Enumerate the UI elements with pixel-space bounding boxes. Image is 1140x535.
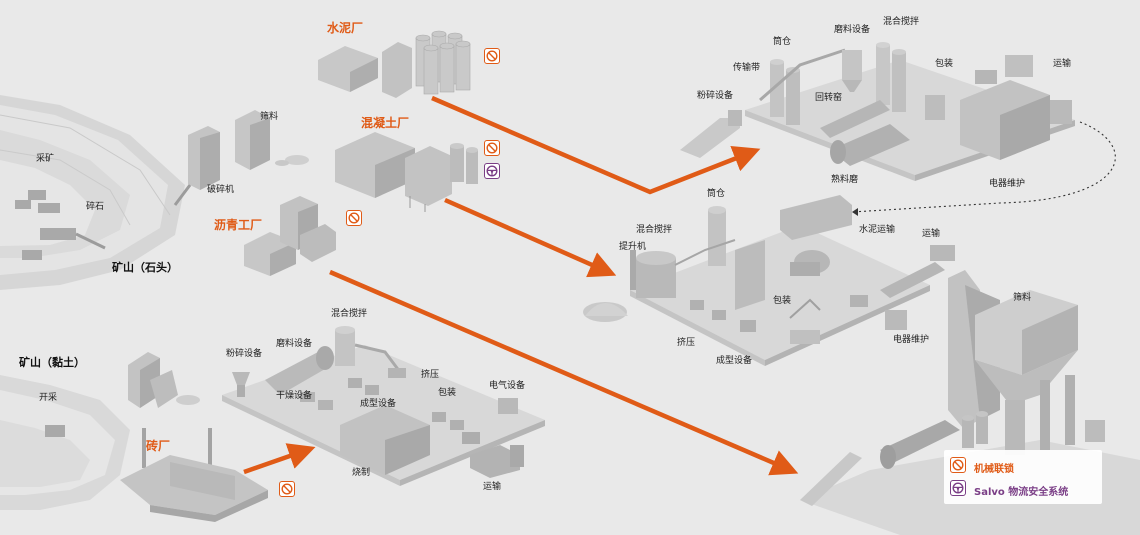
brick-kiln-building <box>120 428 268 522</box>
label-cement-kiln: 回转窑 <box>815 93 843 103</box>
interlock-badge-concrete[interactable] <box>484 140 500 156</box>
asphalt-factory-machines <box>800 270 1105 506</box>
mining-vehicles <box>15 190 106 260</box>
no-entry-icon <box>484 48 500 64</box>
clay-quarry-terrain <box>0 375 130 510</box>
no-entry-icon <box>279 481 295 497</box>
legend-interlock-badge <box>950 457 966 473</box>
label-crusher: 破碎机 <box>207 185 235 195</box>
asphalt-plant-buildings <box>244 196 336 276</box>
concrete-factory-machines <box>583 195 955 344</box>
label-brick-extrude: 挤压 <box>421 370 440 380</box>
label-brick-mixing: 混合搅拌 <box>331 309 368 319</box>
label-concrete-maintenance: 电器维护 <box>893 335 930 345</box>
legend: 机械联锁 Salvo 物流安全系统 <box>944 450 1102 504</box>
label-clinker-mill: 熟料磨 <box>831 175 859 185</box>
interlock-badge-asphalt[interactable] <box>346 210 362 226</box>
label-cement-transport: 运输 <box>1053 59 1072 69</box>
label-extract: 开采 <box>39 393 58 403</box>
legend-interlock-text: 机械联锁 <box>974 464 1014 475</box>
flow-arrow-brick <box>243 443 316 475</box>
label-mining: 采矿 <box>36 154 55 164</box>
plant-title-asphalt: 沥青工厂 <box>214 218 263 232</box>
legend-safety-text: Salvo 物流安全系统 <box>974 487 1069 498</box>
interlock-badge-cement[interactable] <box>484 48 500 64</box>
label-brick-firing: 烧制 <box>352 468 371 478</box>
cement-factory-machines <box>680 42 1072 166</box>
label-cement-crushing: 粉碎设备 <box>697 91 734 101</box>
brick-plant-machines <box>232 326 524 478</box>
interlock-badge-brick[interactable] <box>279 481 295 497</box>
clay-storage <box>128 352 200 408</box>
flow-arrow-asphalt <box>329 269 799 476</box>
label-concrete-elevator: 提升机 <box>619 242 647 252</box>
flow-arrow-cement <box>431 95 761 195</box>
label-screen-stone: 筛料 <box>260 112 279 122</box>
label-cement-packing: 包装 <box>935 59 954 69</box>
concrete-plant-buildings <box>335 132 478 212</box>
label-cement-grinding: 磨料设备 <box>834 25 871 35</box>
label-cement-conveyor: 传输带 <box>733 63 761 73</box>
label-stone-quarry: 矿山（石头） <box>112 261 178 274</box>
label-brick-grinding: 磨料设备 <box>276 339 313 349</box>
steering-wheel-icon <box>484 163 500 179</box>
crusher-plant <box>173 110 309 206</box>
legend-safety-badge <box>950 480 966 496</box>
label-asphalt-screen: 筛料 <box>1013 293 1032 303</box>
label-brick-transport: 运输 <box>483 482 502 492</box>
label-concrete-extrude: 挤压 <box>677 338 696 348</box>
cement-plant-buildings <box>318 30 471 98</box>
label-crushed-stone: 碎石 <box>86 202 105 212</box>
cement-transport-dotted-path <box>851 121 1116 213</box>
flow-arrow-concrete <box>444 197 617 278</box>
plant-title-brick: 砖厂 <box>146 439 171 453</box>
label-brick-electrical: 电气设备 <box>489 381 526 391</box>
steering-wheel-icon <box>950 480 966 496</box>
label-brick-crushing: 粉碎设备 <box>226 349 263 359</box>
label-brick-drying: 干燥设备 <box>276 391 313 401</box>
label-cement-silo: 筒仓 <box>773 37 792 47</box>
no-entry-icon <box>346 210 362 226</box>
no-entry-icon <box>484 140 500 156</box>
label-concrete-forming: 成型设备 <box>716 356 753 366</box>
concrete-factory-floor <box>630 225 930 366</box>
stone-quarry-terrain <box>0 95 185 290</box>
label-brick-packing: 包装 <box>438 388 457 398</box>
label-concrete-transport: 运输 <box>922 229 941 239</box>
label-cement-mixing: 混合搅拌 <box>883 17 920 27</box>
safety-badge-concrete[interactable] <box>484 163 500 179</box>
label-clay-quarry: 矿山（黏土） <box>19 356 85 369</box>
label-concrete-packing: 包装 <box>773 296 792 306</box>
label-cement-maintenance: 电器维护 <box>989 179 1026 189</box>
no-entry-icon <box>950 457 966 473</box>
plant-title-cement: 水泥厂 <box>327 21 364 35</box>
plant-title-concrete: 混凝土厂 <box>361 116 410 130</box>
label-concrete-silo: 筒仓 <box>707 189 726 199</box>
label-concrete-mixing: 混合搅拌 <box>636 225 673 235</box>
label-cement-transport-truck: 水泥运输 <box>859 225 896 235</box>
label-brick-forming: 成型设备 <box>360 399 397 409</box>
